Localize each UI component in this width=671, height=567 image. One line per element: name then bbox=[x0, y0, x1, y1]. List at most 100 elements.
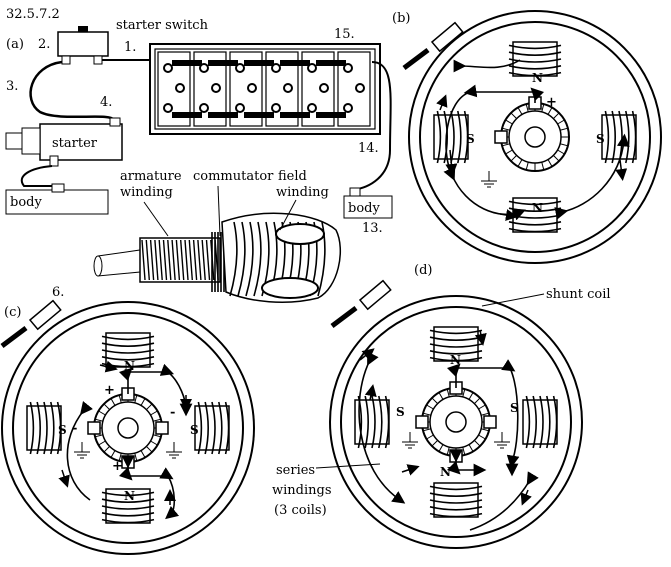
starter-motor bbox=[5, 117, 123, 167]
brush bbox=[155, 421, 169, 435]
battery bbox=[149, 43, 381, 135]
c-minus-right: - bbox=[170, 405, 175, 420]
cell-link bbox=[280, 60, 310, 66]
armature-wire bbox=[167, 239, 172, 281]
terminal-lug bbox=[358, 279, 392, 311]
terminal-lug bbox=[430, 21, 464, 53]
coil-turn bbox=[539, 395, 544, 449]
panel-d-letter: (d) bbox=[414, 263, 432, 278]
field-wire bbox=[229, 221, 238, 297]
field-coil bbox=[275, 223, 325, 245]
series-label-2: windings bbox=[272, 483, 332, 498]
d-pole-left: S bbox=[396, 405, 405, 419]
circuit-path bbox=[358, 360, 530, 531]
field-wire bbox=[245, 221, 254, 297]
label-num-1: 1. bbox=[124, 40, 136, 55]
coil-turn bbox=[224, 401, 230, 455]
armature-wire bbox=[149, 239, 155, 281]
cell-link bbox=[280, 112, 310, 118]
armature-wire bbox=[201, 239, 206, 281]
brush bbox=[483, 415, 497, 429]
cell-terminal bbox=[247, 83, 257, 93]
current-arrow bbox=[520, 489, 532, 506]
armature-shaft bbox=[524, 126, 546, 148]
cell-link bbox=[316, 112, 346, 118]
current-arrow bbox=[615, 159, 628, 181]
cell-link bbox=[244, 60, 274, 66]
armature-wire bbox=[162, 239, 168, 281]
armature-wire bbox=[205, 239, 211, 281]
armature-assembly bbox=[93, 212, 342, 303]
coil-turn bbox=[101, 356, 155, 361]
coil-turn bbox=[43, 401, 48, 455]
field-wire bbox=[317, 221, 326, 297]
current-arrow bbox=[359, 348, 375, 361]
brush bbox=[87, 421, 101, 435]
panel-c-letter: (c) bbox=[4, 305, 21, 320]
field-label-2: winding bbox=[276, 185, 329, 200]
b-pole-left: S bbox=[466, 132, 475, 146]
armature-wire bbox=[145, 239, 150, 281]
armature-wire bbox=[171, 239, 176, 281]
c-plus-bottom: + bbox=[112, 459, 123, 474]
coil-turn bbox=[211, 401, 216, 455]
cell-terminal bbox=[283, 83, 293, 93]
cell-terminal bbox=[199, 103, 209, 113]
body-left-label: body bbox=[10, 195, 42, 210]
body-right-label: body bbox=[348, 201, 380, 216]
shunt-coil-label: shunt coil bbox=[546, 287, 611, 302]
brush bbox=[494, 130, 508, 144]
panel-d: (d) shunt coil series windings (3 coils)… bbox=[272, 263, 611, 549]
figure-id: 32.5.7.2 bbox=[6, 7, 60, 22]
field-label-1: field bbox=[278, 169, 307, 184]
b-pole-top: N bbox=[532, 71, 543, 85]
field-wire bbox=[253, 221, 262, 297]
cell-terminal bbox=[211, 83, 221, 93]
coil-turn bbox=[546, 395, 551, 449]
label-num-6: 6. bbox=[52, 285, 64, 300]
current-arrow bbox=[436, 94, 448, 111]
starter-switch bbox=[57, 26, 109, 65]
panel-a: 32.5.7.2 (a) starter switch 2. 1. 3. 4. … bbox=[5, 7, 393, 303]
terminal-lug bbox=[28, 299, 62, 331]
cell-link bbox=[172, 112, 202, 118]
coil-turn bbox=[508, 51, 562, 56]
field-coil bbox=[261, 277, 319, 299]
coil-turn bbox=[436, 110, 442, 164]
cell-link bbox=[172, 60, 202, 66]
label-num-3: 3. bbox=[6, 79, 18, 94]
coil-turn bbox=[552, 395, 558, 449]
cell-terminal bbox=[163, 63, 173, 73]
panel-a-letter: (a) bbox=[6, 37, 24, 52]
armature-wire bbox=[188, 239, 193, 281]
series-label-1: series bbox=[276, 463, 315, 478]
panel-b-letter: (b) bbox=[392, 11, 410, 26]
armature-shaft bbox=[445, 411, 467, 433]
b-pole-right: S bbox=[596, 132, 605, 146]
cell-terminal bbox=[343, 103, 353, 113]
panel-c: (c) 6. N S S N + + - - bbox=[0, 285, 255, 555]
current-arrow bbox=[474, 329, 487, 346]
armature-wire bbox=[184, 239, 189, 281]
coil-turn bbox=[50, 401, 55, 455]
armature-label-1: armature bbox=[120, 169, 182, 184]
armature-label-2: winding bbox=[120, 185, 173, 200]
c-pole-top: N bbox=[124, 359, 135, 373]
coil-turn bbox=[429, 329, 483, 335]
brush bbox=[415, 415, 429, 429]
coil-turn bbox=[36, 401, 41, 455]
coil-turn bbox=[508, 221, 562, 226]
cable-end bbox=[0, 326, 28, 348]
current-arrow bbox=[99, 360, 118, 373]
cell-terminal bbox=[271, 103, 281, 113]
panel-b: (b) N S S N + bbox=[392, 10, 662, 264]
coil-turn bbox=[101, 342, 155, 347]
armature-wire bbox=[180, 239, 185, 281]
c-pole-right: S bbox=[190, 423, 199, 437]
cell-terminal bbox=[163, 103, 173, 113]
armature-wire bbox=[154, 239, 159, 281]
current-arrow bbox=[58, 469, 70, 488]
cell-terminal bbox=[235, 103, 245, 113]
